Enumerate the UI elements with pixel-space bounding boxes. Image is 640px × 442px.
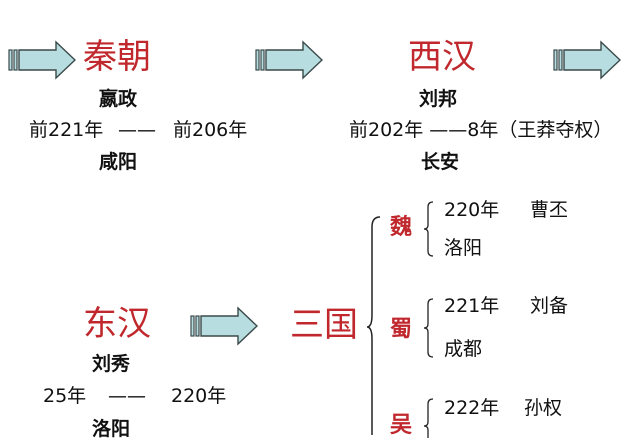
- eastern-han-dash: ——: [108, 385, 146, 407]
- curly-brace-icon: [366, 215, 382, 439]
- qin-title: 秦朝: [83, 37, 151, 77]
- kingdom-wei: 魏: [390, 215, 413, 240]
- qin-end: 前206年: [173, 119, 248, 141]
- eastern-han-title: 东汉: [83, 304, 151, 344]
- eastern-han-end: 220年: [171, 385, 227, 407]
- shu-year: 221年: [444, 295, 500, 317]
- shu-capital: 成都: [444, 338, 483, 360]
- western-han-title: 西汉: [408, 37, 476, 77]
- western-han-founder: 刘邦: [419, 88, 458, 110]
- shu-founder: 刘备: [530, 295, 569, 317]
- western-han-period: 前202年 ——8年（王莽夺权）: [349, 119, 613, 141]
- eastern-han-capital: 洛阳: [92, 418, 131, 440]
- right-arrow-icon: [255, 40, 323, 80]
- western-han-capital: 长安: [421, 151, 460, 173]
- eastern-han-founder: 刘秀: [92, 353, 131, 375]
- wei-capital: 洛阳: [444, 237, 483, 259]
- right-arrow-icon: [8, 40, 76, 80]
- wu-year: 222年: [444, 397, 500, 419]
- kingdom-wu: 吴: [390, 413, 413, 438]
- curly-brace-icon: [423, 398, 435, 442]
- three-kingdoms-title: 三国: [290, 305, 358, 345]
- wu-founder: 孙权: [524, 397, 563, 419]
- curly-brace-icon: [423, 298, 435, 362]
- wei-founder: 曹丕: [530, 199, 569, 221]
- wei-year: 220年: [444, 199, 500, 221]
- eastern-han-start: 25年: [43, 385, 87, 407]
- qin-start: 前221年: [29, 119, 104, 141]
- right-arrow-icon: [553, 40, 621, 80]
- right-arrow-icon: [190, 306, 258, 346]
- kingdom-shu: 蜀: [390, 317, 413, 342]
- curly-brace-icon: [423, 201, 435, 261]
- qin-capital: 咸阳: [99, 151, 138, 173]
- qin-founder: 嬴政: [99, 88, 138, 110]
- qin-dash: ——: [118, 119, 156, 141]
